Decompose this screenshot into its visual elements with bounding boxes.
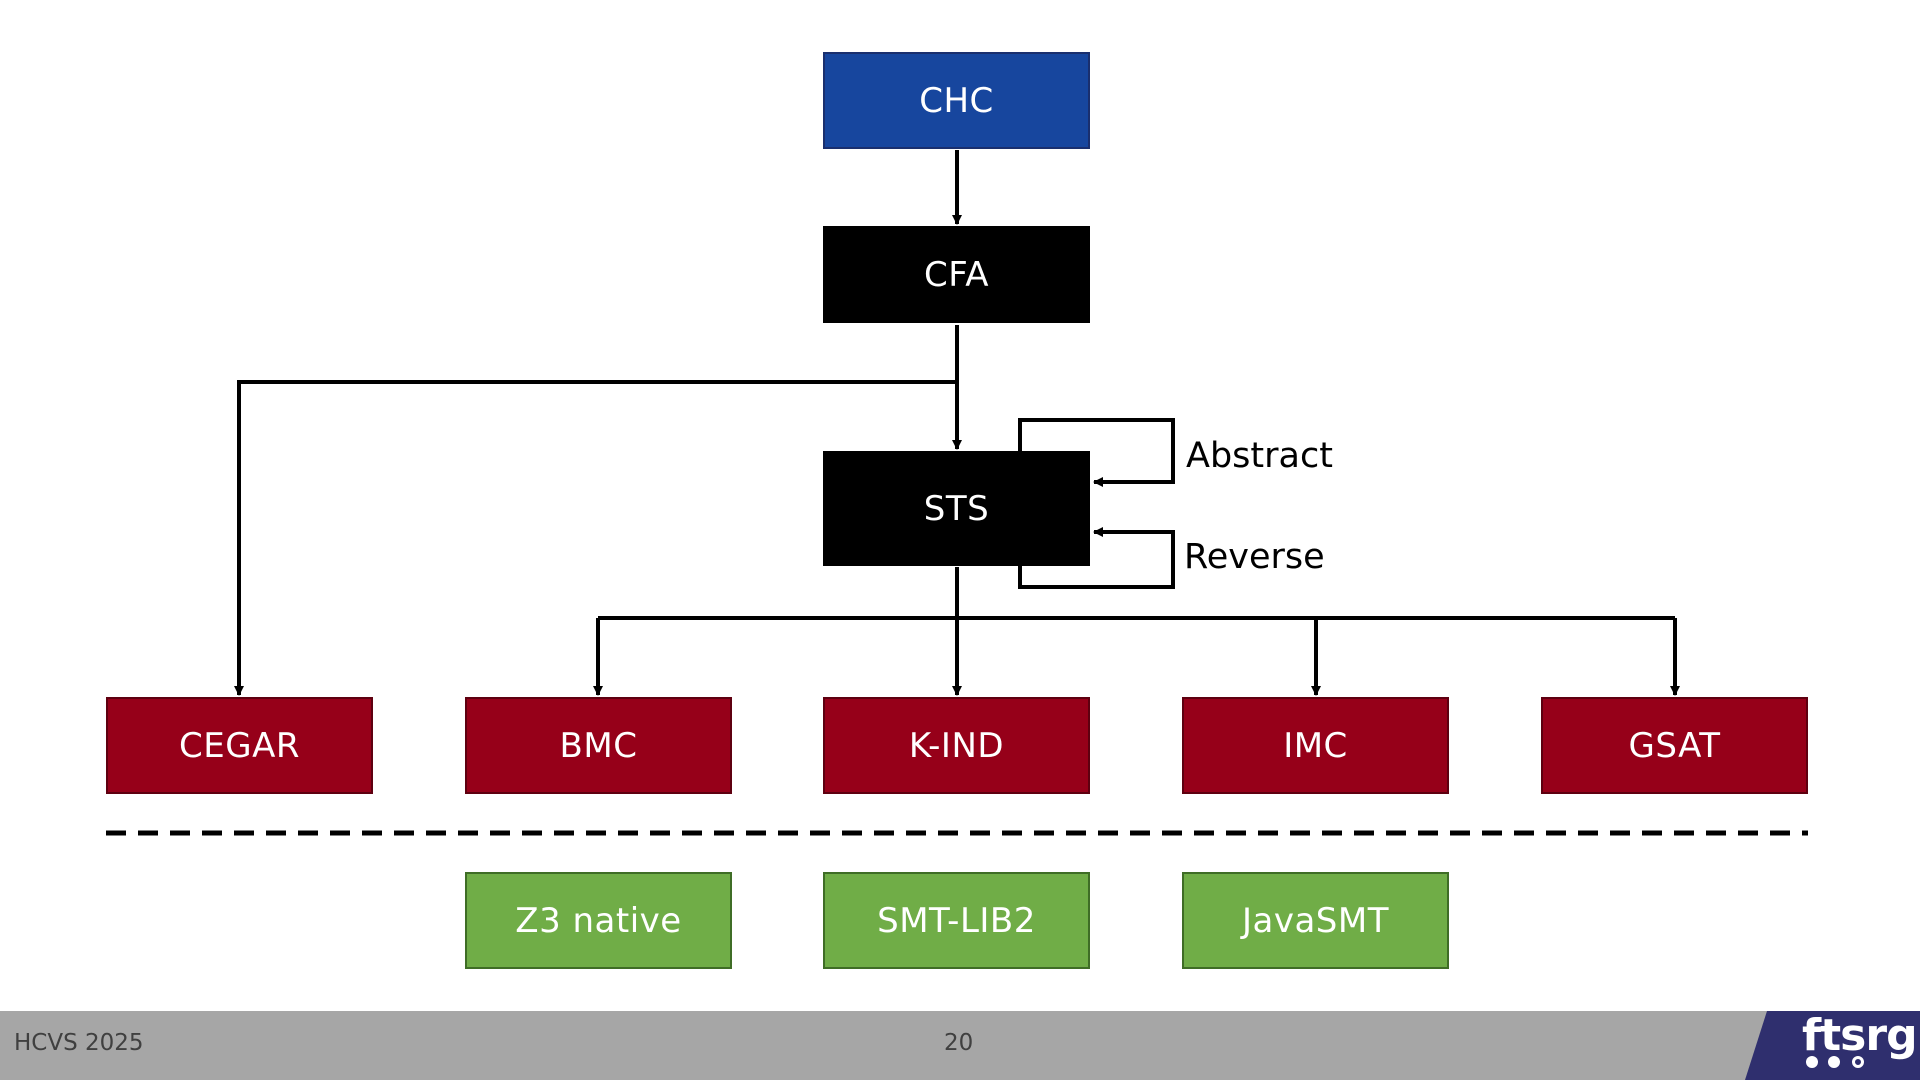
abstract-loop [1018, 418, 1175, 487]
chc-label: CHC [919, 80, 994, 121]
cfa-node: CFA [823, 226, 1090, 323]
footer-bar [0, 1011, 1920, 1080]
engine-label: CEGAR [179, 725, 300, 766]
engine-label: GSAT [1628, 725, 1721, 766]
reverse-label: Reverse [1184, 537, 1325, 577]
solver-label: Z3 native [515, 900, 682, 941]
engine-label: IMC [1283, 725, 1348, 766]
abstract-label: Abstract [1186, 436, 1333, 476]
engine-gsat: GSAT [1541, 697, 1808, 794]
engine-label: K-IND [908, 725, 1005, 766]
engine-cegar: CEGAR [106, 697, 373, 794]
sts-node: STS [823, 451, 1090, 566]
engine-kind: K-IND [823, 697, 1090, 794]
arrow-cfa-to-cegar [234, 380, 957, 696]
solver-label: JavaSMT [1241, 900, 1389, 941]
engine-imc: IMC [1182, 697, 1449, 794]
cfa-label: CFA [924, 254, 989, 295]
footer-conference: HCVS 2025 [14, 1030, 144, 1056]
engine-bmc: BMC [465, 697, 732, 794]
solver-smtlib2: SMT-LIB2 [823, 872, 1090, 969]
logo-background [1745, 1011, 1920, 1080]
page-number: 20 [944, 1030, 974, 1056]
reverse-loop [1018, 527, 1175, 589]
solver-label: SMT-LIB2 [877, 900, 1036, 941]
sts-label: STS [923, 488, 990, 529]
solver-z3-native: Z3 native [465, 872, 732, 969]
solver-javasmt: JavaSMT [1182, 872, 1449, 969]
engine-label: BMC [559, 725, 638, 766]
chc-node: CHC [823, 52, 1090, 149]
logo: ftsrg [1802, 1010, 1918, 1061]
